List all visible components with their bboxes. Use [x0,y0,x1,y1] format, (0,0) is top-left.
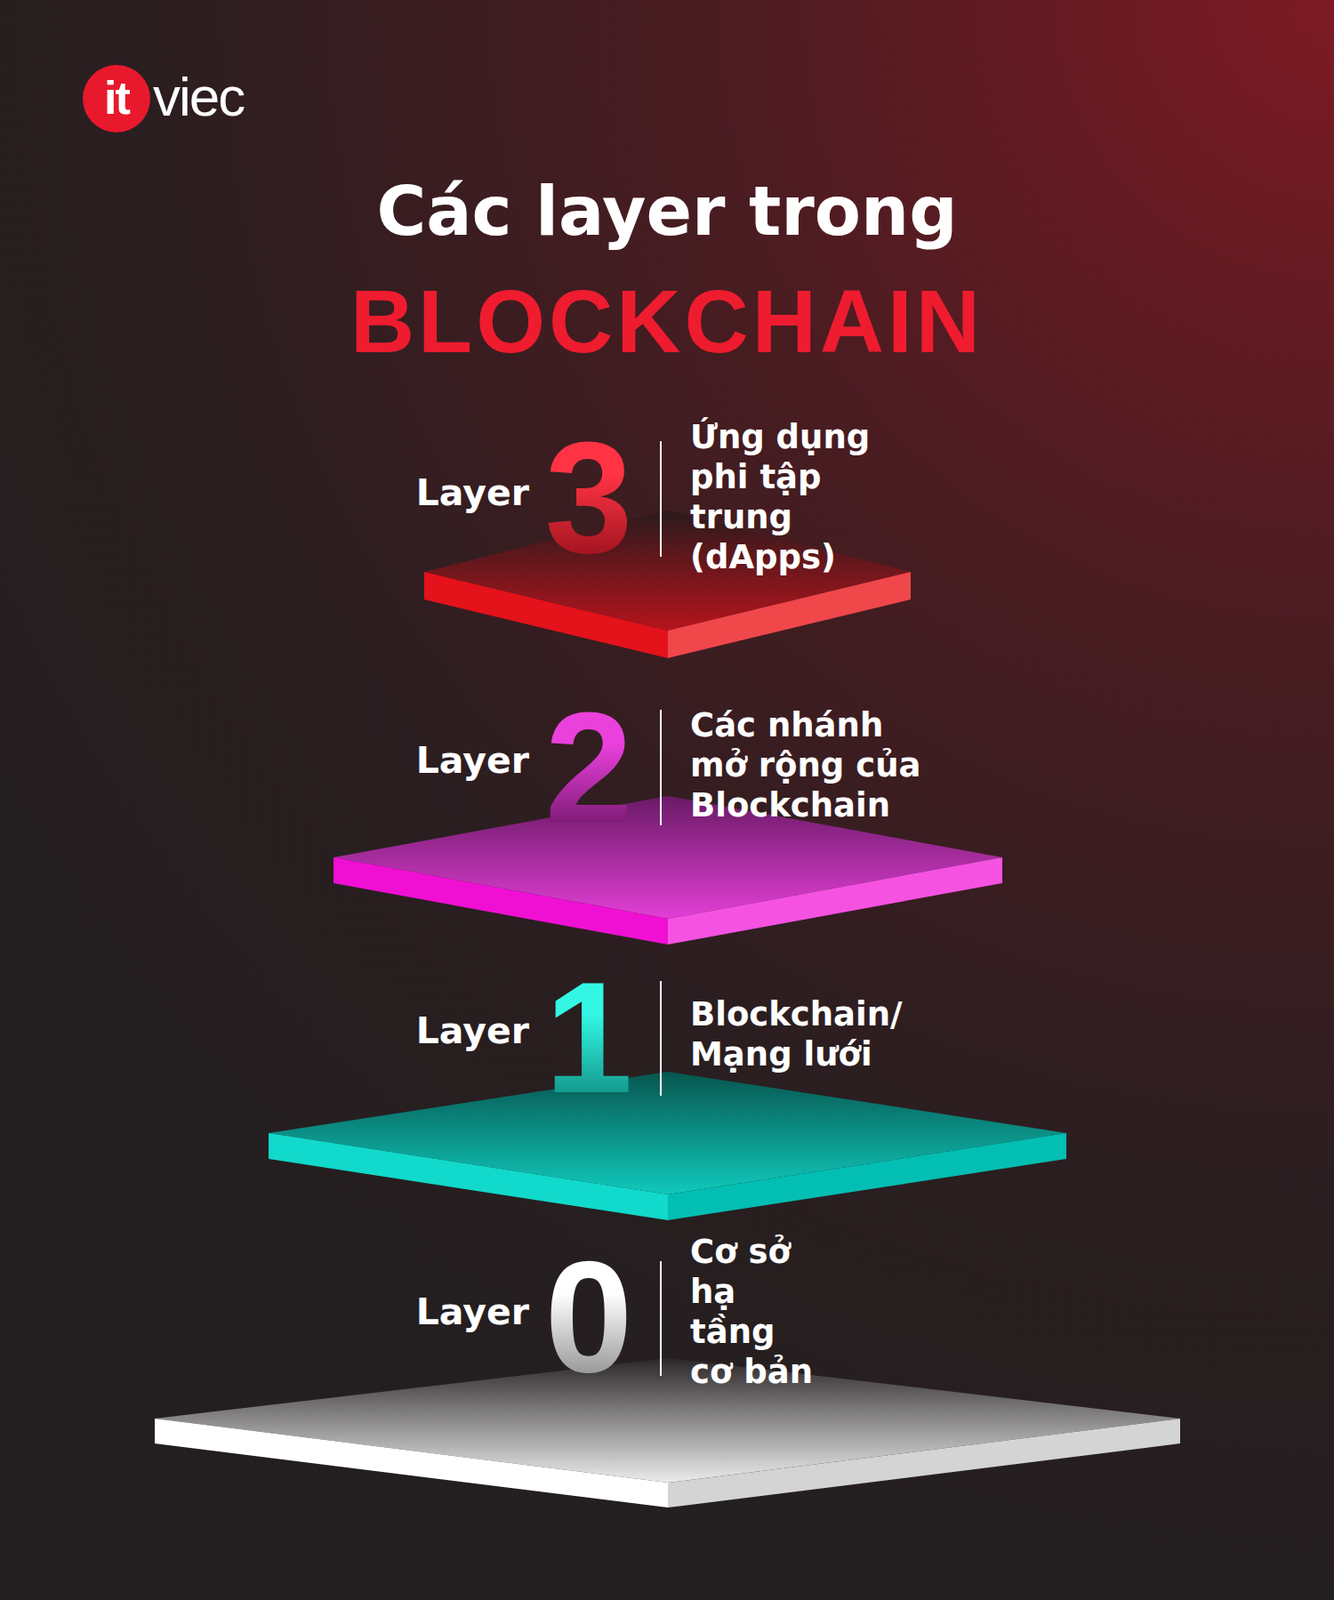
plate-side [667,857,1003,945]
plate-side [268,1133,668,1221]
logo-text: it [104,71,129,125]
layer-number: 0 [545,1237,634,1397]
divider-line [659,1261,662,1376]
plate-shape [0,973,1334,1224]
plate-side [424,571,668,659]
layer-plate: Layer0Cơ sở hạ tầng cơ bản [0,1249,1334,1511]
plate-top [154,1358,1181,1483]
layer-label: Layer [416,1290,530,1334]
plate-side [333,857,668,945]
layer-description: Blockchain/ Mạng lưới [690,994,895,1075]
layer-plate: Layer2Các nhánh mở rộng của Blockchain [0,702,1334,949]
logo-circle [82,64,151,133]
plate-shape [0,426,1334,662]
plate-side [154,1418,668,1508]
layer-label: Layer [416,1009,530,1053]
layer-number: 1 [545,958,634,1118]
plate-side [667,571,911,659]
plate-side [667,1133,1067,1221]
layer-description: Các nhánh mở rộng của Blockchain [690,705,926,826]
layer-number: 3 [545,418,634,578]
layer-description: Ứng dụng phi tập trung (dApps) [690,417,931,578]
layer-plate: Layer1Blockchain/ Mạng lưới [0,973,1334,1224]
divider-line [659,709,662,826]
divider-line [659,980,662,1096]
logo-text: viec [152,64,244,129]
plate-shape [0,702,1334,949]
title-highlight: BLOCKCHAIN [0,272,1334,370]
layer-plate: Layer3Ứng dụng phi tập trung (dApps) [0,426,1334,662]
layer-number: 2 [545,689,634,848]
plate-shape [0,1249,1334,1511]
layer-label: Layer [416,471,530,515]
title: Các layer trong [0,174,1334,250]
divider-line [659,441,662,557]
layer-description: Cơ sở hạ tầng cơ bản [690,1231,824,1392]
layer-label: Layer [416,739,530,782]
plate-side [667,1418,1181,1508]
